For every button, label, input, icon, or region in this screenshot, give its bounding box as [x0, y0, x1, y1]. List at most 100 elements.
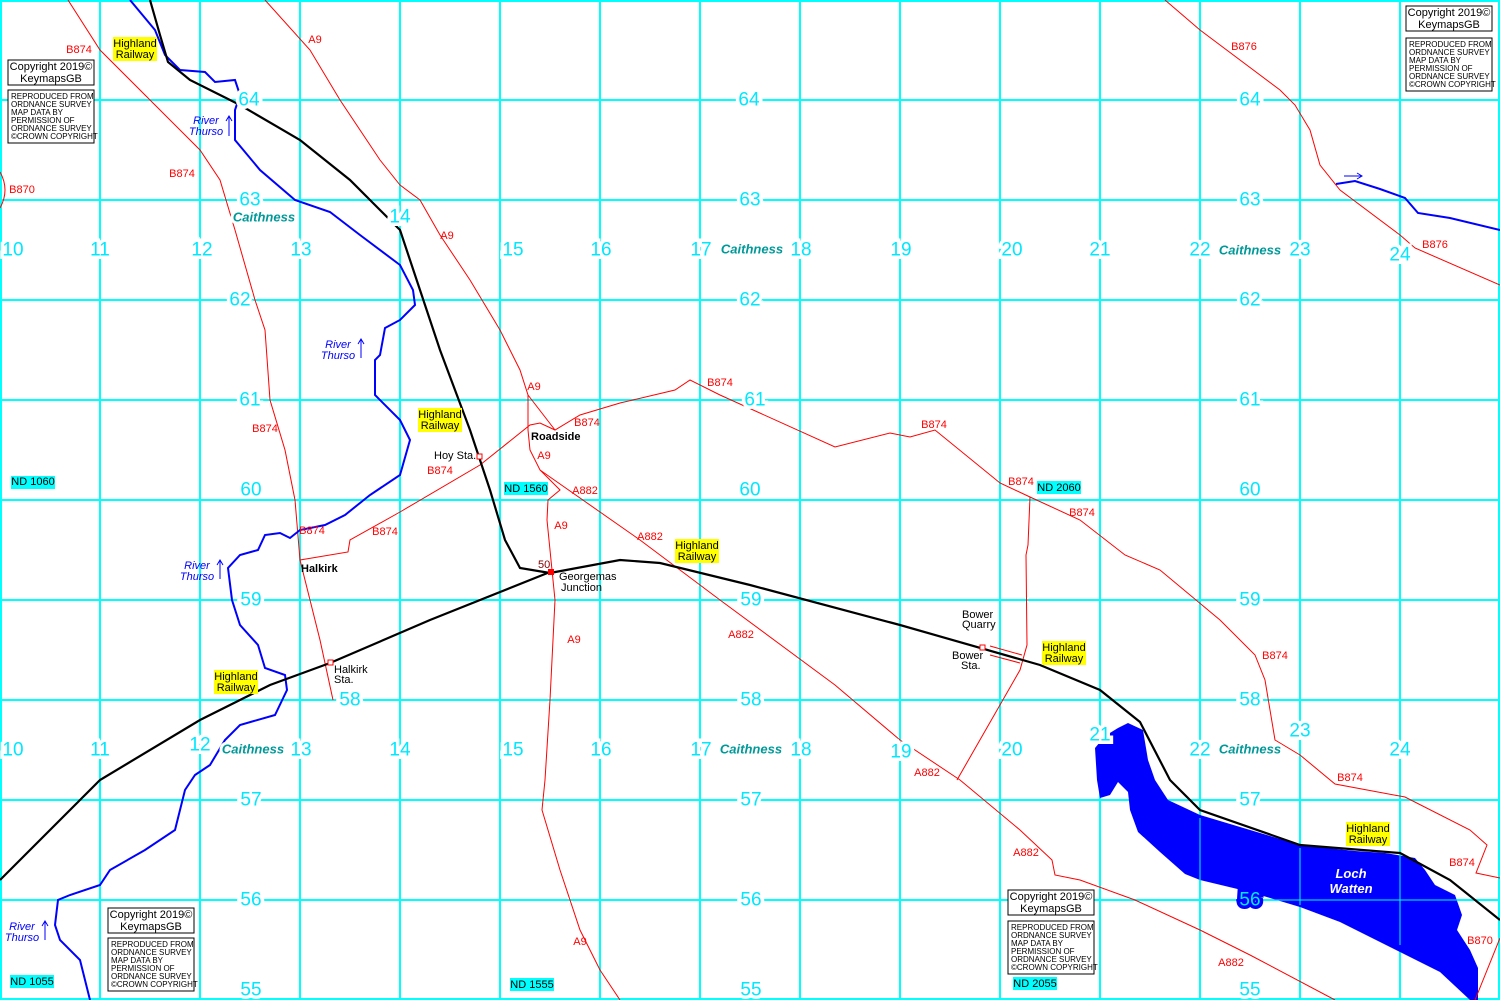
grid-ref-label: ND 1060	[11, 476, 54, 488]
road-a882[interactable]	[539, 469, 1336, 1000]
grid-ref-label: ND 2060	[1037, 482, 1080, 494]
easting-label: 11	[90, 740, 110, 761]
georgemas-label: Georgemas	[559, 571, 617, 583]
svg-text:KeymapsGB: KeymapsGB	[1020, 903, 1082, 915]
easting-label: 10	[2, 740, 23, 761]
svg-text:KeymapsGB: KeymapsGB	[120, 921, 182, 933]
grid-ref-label: ND 1555	[510, 979, 553, 991]
county-label: Caithness	[721, 242, 783, 257]
svg-text:PERMISSION OF: PERMISSION OF	[11, 116, 75, 125]
road-label: B876	[1422, 239, 1448, 251]
easting-label: 19	[890, 240, 911, 261]
easting-label: 21	[1089, 240, 1110, 261]
svg-text:ORDNANCE SURVEY: ORDNANCE SURVEY	[1409, 48, 1490, 57]
easting-label: 22	[1189, 740, 1210, 761]
flow-arrow-icon	[41, 920, 49, 940]
svg-text:ORDNANCE SURVEY: ORDNANCE SURVEY	[111, 972, 192, 981]
road-label: A882	[1218, 957, 1244, 969]
northing-labels: 64 63 62 61 60 59 58 57 56 55 64 63 62 6…	[226, 86, 1265, 1000]
county-label: Caithness	[1219, 243, 1281, 258]
northing-label: 55	[740, 980, 761, 1000]
easting-label: 18	[790, 740, 811, 761]
road-a9[interactable]	[264, 0, 621, 1000]
svg-text:Highland: Highland	[1042, 642, 1085, 654]
county-label: Caithness	[720, 742, 782, 757]
svg-text:Thurso: Thurso	[180, 571, 214, 583]
easting-label: 20	[1001, 240, 1022, 261]
road-b870-west[interactable]	[0, 171, 6, 209]
easting-label: 13	[290, 240, 311, 261]
georgemas-label: Junction	[561, 582, 602, 594]
svg-text:Copyright 2019©: Copyright 2019©	[1010, 891, 1093, 903]
county-label: Caithness	[1219, 742, 1281, 757]
road-label: B874	[1449, 857, 1475, 869]
easting-label: 23	[1289, 240, 1310, 261]
hoy-station-icon[interactable]	[476, 453, 483, 460]
svg-text:River: River	[184, 560, 211, 572]
svg-text:REPRODUCED FROM: REPRODUCED FROM	[1409, 40, 1492, 49]
halkirk-station-icon[interactable]	[327, 659, 334, 666]
road-label: B874	[427, 465, 453, 477]
svg-text:MAP DATA BY: MAP DATA BY	[1011, 939, 1064, 948]
county-labels: Caithness Caithness Caithness Caithness …	[219, 207, 1284, 760]
loch-label: Watten	[1329, 881, 1372, 896]
place-halkirk: Halkirk	[301, 563, 339, 575]
easting-label: 21	[1089, 725, 1110, 746]
svg-text:©CROWN COPYRIGHT: ©CROWN COPYRIGHT	[111, 980, 198, 989]
copyright-top-right: Copyright 2019©KeymapsGB REPRODUCED FROM…	[1405, 5, 1496, 92]
road-b874-east[interactable]	[299, 379, 1500, 879]
highland-railway-east	[549, 558, 1500, 921]
northing-label: 63	[1239, 190, 1260, 211]
road-b876[interactable]	[1164, 0, 1500, 286]
northing-label: 56	[240, 890, 261, 911]
road-b874-link	[527, 394, 556, 431]
northing-label: 61	[744, 390, 765, 411]
svg-text:River: River	[193, 115, 220, 127]
easting-label: 10	[2, 240, 23, 261]
road-label: A9	[554, 520, 567, 532]
road-bower[interactable]	[956, 496, 1031, 781]
georgemas-junction-icon[interactable]	[548, 569, 554, 575]
flow-arrow-icon	[357, 338, 365, 358]
svg-text:Highland: Highland	[113, 38, 156, 50]
road-label: A882	[572, 485, 598, 497]
svg-text:PERMISSION OF: PERMISSION OF	[1011, 947, 1075, 956]
easting-label: 11	[90, 240, 110, 261]
highland-railway-west	[0, 570, 551, 881]
easting-label: 13	[290, 740, 311, 761]
easting-label: 18	[790, 240, 811, 261]
easting-label: 24	[1389, 740, 1411, 761]
northing-label: 62	[739, 290, 760, 311]
road-label: B876	[1231, 41, 1257, 53]
road-label: A9	[567, 634, 580, 646]
bower-station-icon[interactable]	[979, 644, 986, 651]
place-roadside: Roadside	[531, 431, 581, 443]
svg-text:Thurso: Thurso	[189, 126, 223, 138]
road-b874-west[interactable]	[67, 0, 334, 701]
northing-label: 62	[229, 290, 250, 311]
easting-label: 14	[389, 740, 411, 761]
northing-label: 58	[1239, 690, 1260, 711]
easting-labels-south: 10 11 12 13 14 15 16 17 18 19 20 21 22 2…	[0, 717, 1414, 766]
svg-text:MAP DATA BY: MAP DATA BY	[111, 956, 164, 965]
svg-text:Thurso: Thurso	[321, 350, 355, 362]
road-b870-east[interactable]	[1474, 937, 1500, 1000]
road-label: A882	[637, 531, 663, 543]
northing-label: 59	[1239, 590, 1260, 611]
halkirk-station-label: Halkirk	[334, 664, 368, 676]
easting-label: 15	[502, 240, 523, 261]
road-label: A9	[537, 450, 550, 462]
northing-label: 58	[339, 690, 360, 711]
svg-text:ORDNANCE SURVEY: ORDNANCE SURVEY	[11, 124, 92, 133]
loch-grid-overlay	[1185, 818, 1460, 945]
northing-label: 56	[740, 890, 761, 911]
highland-railway-north	[148, 0, 551, 575]
